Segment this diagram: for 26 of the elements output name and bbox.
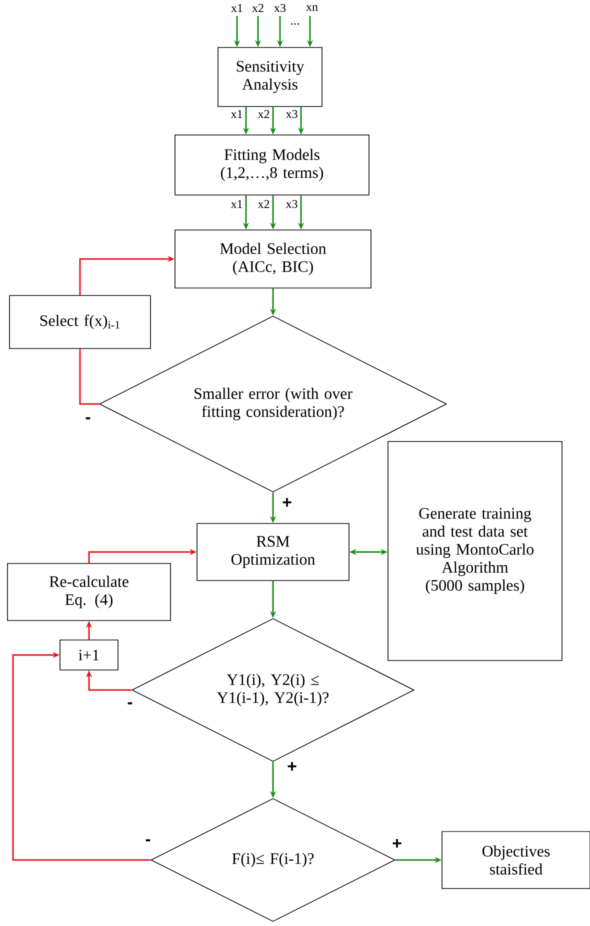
ellipsis-label: ... <box>291 23 300 25</box>
edge-label: x2 <box>258 110 270 118</box>
edge-label: - <box>146 839 150 842</box>
process-box: RSM Optimization <box>196 523 350 581</box>
process-box: Select f(x)$_{i-1}$ <box>9 295 151 349</box>
process-box: Generate training and test data set using MontoCarlo Algorithm (5000 samples) <box>388 441 562 661</box>
process-box: Sensitivity Analysis <box>218 47 322 107</box>
process-box: Re-calculate Eq. (4) <box>7 563 171 621</box>
process-box: Model Selection (AICc, BIC) <box>174 230 372 288</box>
process-box: Fitting Models (1,2,…,8 terms) <box>174 134 370 196</box>
edge-label: - <box>86 417 90 420</box>
process-box: i+1 <box>60 640 118 670</box>
edge-label: x1 <box>230 110 242 118</box>
arrow <box>12 652 151 861</box>
edge-label: x3 <box>286 110 298 118</box>
edge-label: x3 <box>274 4 286 12</box>
edge-label: x2 <box>252 4 264 12</box>
edge-label: - <box>128 702 132 704</box>
edge-label: x2 <box>258 200 270 208</box>
edge-label: + <box>282 498 292 507</box>
edge-label: xn <box>306 5 318 11</box>
process-box: Objectives staisfied <box>442 831 590 889</box>
edge-label: x1 <box>231 4 242 12</box>
edge-label: x1 <box>230 200 242 208</box>
edge-label: x3 <box>286 200 298 208</box>
edge-label: + <box>288 762 296 771</box>
